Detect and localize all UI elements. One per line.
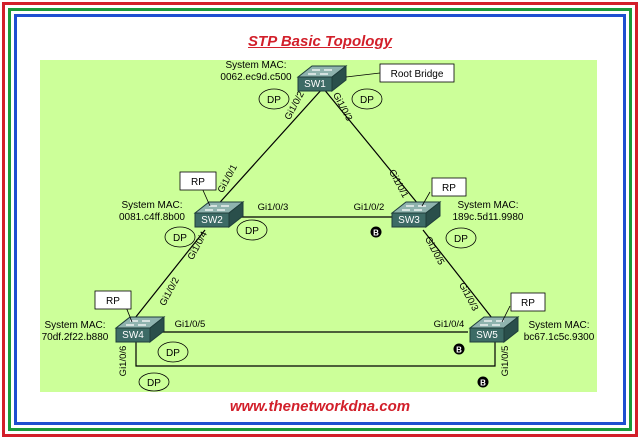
port-sw4-gi1-0-2: Gi1/0/2 <box>158 276 182 308</box>
sw2-mac-value: 0081.c4ff.8b00 <box>119 212 185 223</box>
sw4-rp-label: RP <box>106 296 120 307</box>
svg-text:B: B <box>480 379 486 388</box>
port-sw2-gi1-0-1: Gi1/0/1 <box>216 163 240 195</box>
svg-text:DP: DP <box>267 95 281 106</box>
port-sw3-gi1-0-2: Gi1/0/2 <box>354 202 385 213</box>
dp-sw3-right: DP <box>445 227 477 249</box>
sw2-rp-callout: RP <box>179 171 217 207</box>
switch-sw2-label: SW2 <box>201 215 223 226</box>
link-sw3-sw5 <box>422 229 493 319</box>
sw2-mac-heading: System MAC: <box>121 200 182 211</box>
blocked-port-sw3: B <box>370 226 382 238</box>
port-sw1-gi1-0-2: Gi1/0/2 <box>283 90 307 122</box>
svg-text:B: B <box>373 229 379 238</box>
website-footer: www.thenetworkdna.com <box>229 398 411 415</box>
sw4-mac-heading: System MAC: <box>44 320 105 331</box>
port-sw5-gi1-0-4: Gi1/0/4 <box>434 319 465 330</box>
port-sw3-gi1-0-5: Gi1/0/5 <box>422 235 446 267</box>
sw3-mac-value: 189c.5d11.9980 <box>453 212 524 223</box>
port-sw5-gi1-0-3: Gi1/0/3 <box>456 281 480 313</box>
link-sw1-sw2 <box>212 87 324 211</box>
switch-sw1: SW1 <box>297 65 347 92</box>
switch-sw4: SW4 <box>115 316 165 343</box>
root-bridge-label: Root Bridge <box>391 69 444 80</box>
sw3-mac-heading: System MAC: <box>457 200 518 211</box>
sw5-mac-heading: System MAC: <box>528 320 589 331</box>
sw5-rp-callout: RP <box>501 292 546 323</box>
svg-text:DP: DP <box>166 348 180 359</box>
blocked-port-sw5-bottom: B <box>477 376 489 388</box>
root-bridge-callout: Root Bridge <box>345 63 455 83</box>
port-sw4-gi1-0-6: Gi1/0/6 <box>118 346 129 377</box>
sw4-rp-callout: RP <box>94 290 133 323</box>
switch-sw5: SW5 <box>469 316 519 343</box>
topology-canvas: SW1 SW2 SW3 SW4 SW5 System MAC: 0062.ec9… <box>40 60 597 392</box>
dp-sw2-right: DP <box>236 219 268 241</box>
link-sw1-sw3 <box>322 87 424 211</box>
diagram-title: STP Basic Topology <box>248 33 392 50</box>
svg-text:DP: DP <box>245 226 259 237</box>
switch-sw2: SW2 <box>194 201 244 228</box>
svg-text:DP: DP <box>454 234 468 245</box>
port-sw1-gi1-0-3: Gi1/0/3 <box>330 91 354 123</box>
sw5-rp-label: RP <box>521 298 535 309</box>
svg-text:DP: DP <box>360 95 374 106</box>
link-sw4-sw5-bottom <box>135 342 496 367</box>
dp-sw4-mid: DP <box>157 341 189 363</box>
topology-svg: SW1 SW2 SW3 SW4 SW5 System MAC: 0062.ec9… <box>42 60 595 392</box>
link-sw2-sw4 <box>134 229 206 319</box>
sw1-mac-value: 0062.ec9d.c500 <box>220 72 292 83</box>
port-sw2-gi1-0-3: Gi1/0/3 <box>258 202 289 213</box>
sw3-rp-callout: RP <box>421 177 467 207</box>
port-sw2-gi1-0-4: Gi1/0/4 <box>186 230 210 262</box>
sw3-rp-label: RP <box>442 183 456 194</box>
dp-sw4-bottom: DP <box>138 372 170 392</box>
dp-sw2-left: DP <box>164 226 196 248</box>
svg-text:DP: DP <box>173 233 187 244</box>
switch-sw4-label: SW4 <box>122 330 144 341</box>
svg-text:B: B <box>456 346 462 355</box>
outer-frame-blue <box>14 14 626 425</box>
outer-frame-green <box>8 8 632 431</box>
switch-sw3: SW3 <box>391 201 441 228</box>
port-sw4-gi1-0-5: Gi1/0/5 <box>175 319 206 330</box>
sw2-rp-label: RP <box>191 177 205 188</box>
switch-sw3-label: SW3 <box>398 215 420 226</box>
dp-sw1-right: DP <box>351 88 383 110</box>
sw5-mac-value: bc67.1c5c.9300 <box>524 332 595 343</box>
switch-sw1-label: SW1 <box>304 79 326 90</box>
dp-sw1-left: DP <box>258 88 290 110</box>
blocked-port-sw5-mid: B <box>453 343 465 355</box>
svg-text:DP: DP <box>147 378 161 389</box>
sw4-mac-value: 70df.2f22.b880 <box>42 332 109 343</box>
port-sw3-gi1-0-1: Gi1/0/1 <box>386 168 410 200</box>
port-sw5-gi1-0-5: Gi1/0/5 <box>500 346 511 377</box>
switch-sw5-label: SW5 <box>476 330 498 341</box>
sw1-mac-heading: System MAC: <box>225 60 286 71</box>
